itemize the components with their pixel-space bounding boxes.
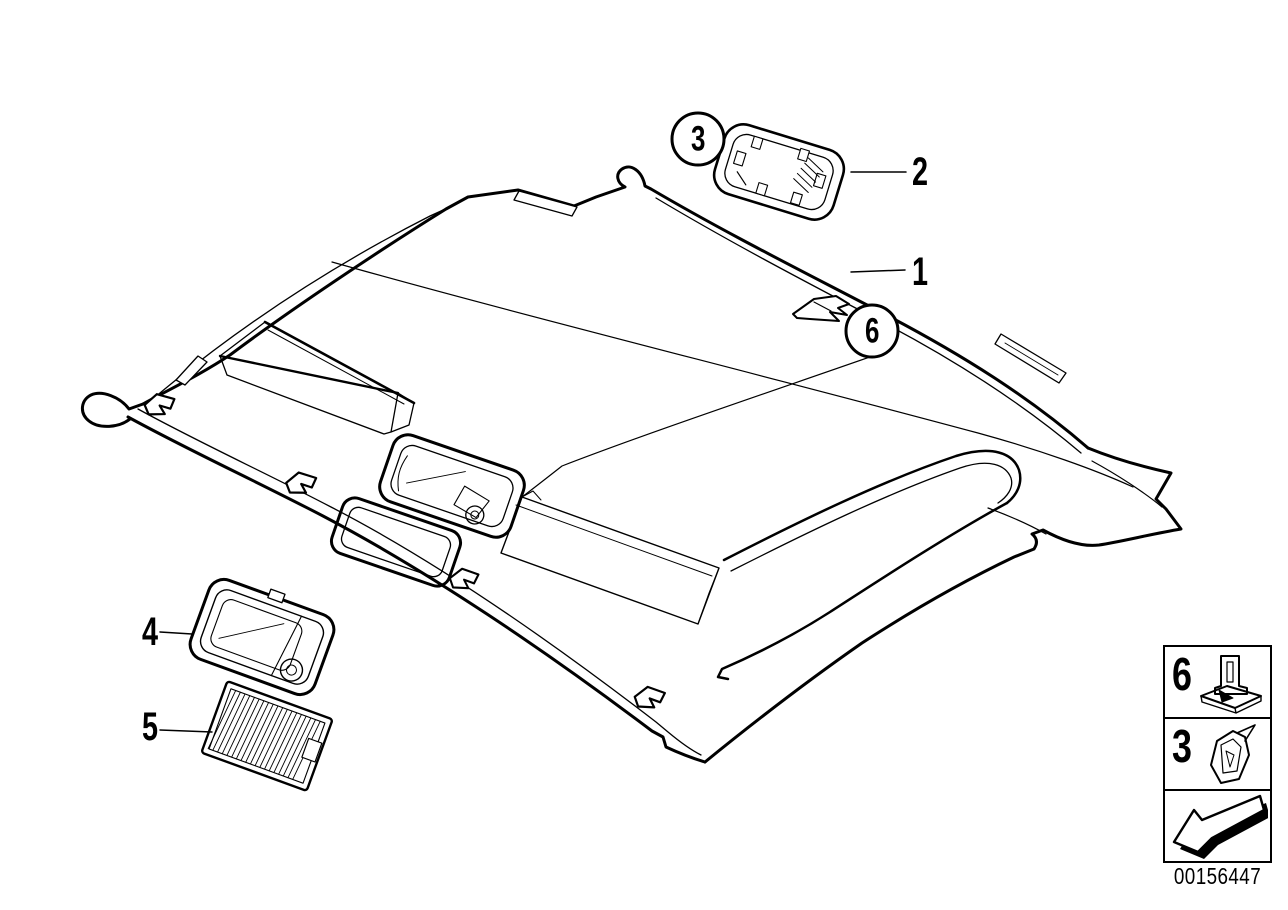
rear-band-corner [722,449,1022,562]
rear-recess-drawing [500,490,720,625]
rear-edge [141,165,1090,450]
part4-lamp-drawing [188,577,336,697]
front-edge-inner [137,408,702,756]
callout-4[interactable]: 4 [141,610,159,654]
callout-3[interactable]: 3 [670,111,726,167]
legend-box: 6 3 [1163,645,1272,863]
callout-6-digit: 6 [864,311,880,351]
retainer-clip-icon [1200,655,1262,714]
spring-clip-icon [1210,724,1256,784]
pillar-slot [175,355,208,386]
rear-band-inner [730,462,1013,572]
side-edge [703,446,1183,764]
part2-frame-drawing [712,123,846,221]
legend-label-6: 6 [1172,648,1192,700]
part-number: 00156447 [1173,863,1262,889]
callout-3-digit: 3 [690,119,706,159]
callout-5[interactable]: 5 [141,705,159,749]
clip-cutouts [142,391,667,712]
headliner-panel-drawing [81,165,1183,764]
callout-6[interactable]: 6 [844,303,900,359]
part6-clip-drawing [792,295,850,322]
legend-label-3: 3 [1172,720,1192,772]
switch-recess-drawing [329,496,463,588]
sunblind-cassette-drawing [218,320,416,435]
leader-lines [159,171,907,733]
part5-grille-drawing [201,680,333,792]
rear-shelf-strip-drawing [994,333,1067,384]
callout-2[interactable]: 2 [911,150,929,194]
roof-contour-c [987,507,1047,535]
roof-contour-b [521,349,891,498]
front-lamp-recess-drawing [378,433,526,539]
pillar-contour [1091,460,1163,508]
front-edge [126,415,707,764]
direction-arrow-icon [1172,794,1268,859]
roof-contour-a [331,261,1134,488]
legend-row-arrow [1165,789,1270,861]
antenna-slot [513,190,578,217]
legend-row-clip-6[interactable]: 6 [1165,647,1270,717]
legend-row-clip-3[interactable]: 3 [1165,717,1270,789]
callout-1[interactable]: 1 [911,250,929,294]
rear-band-edge [716,501,1009,681]
windshield-corner-ear [81,391,145,428]
